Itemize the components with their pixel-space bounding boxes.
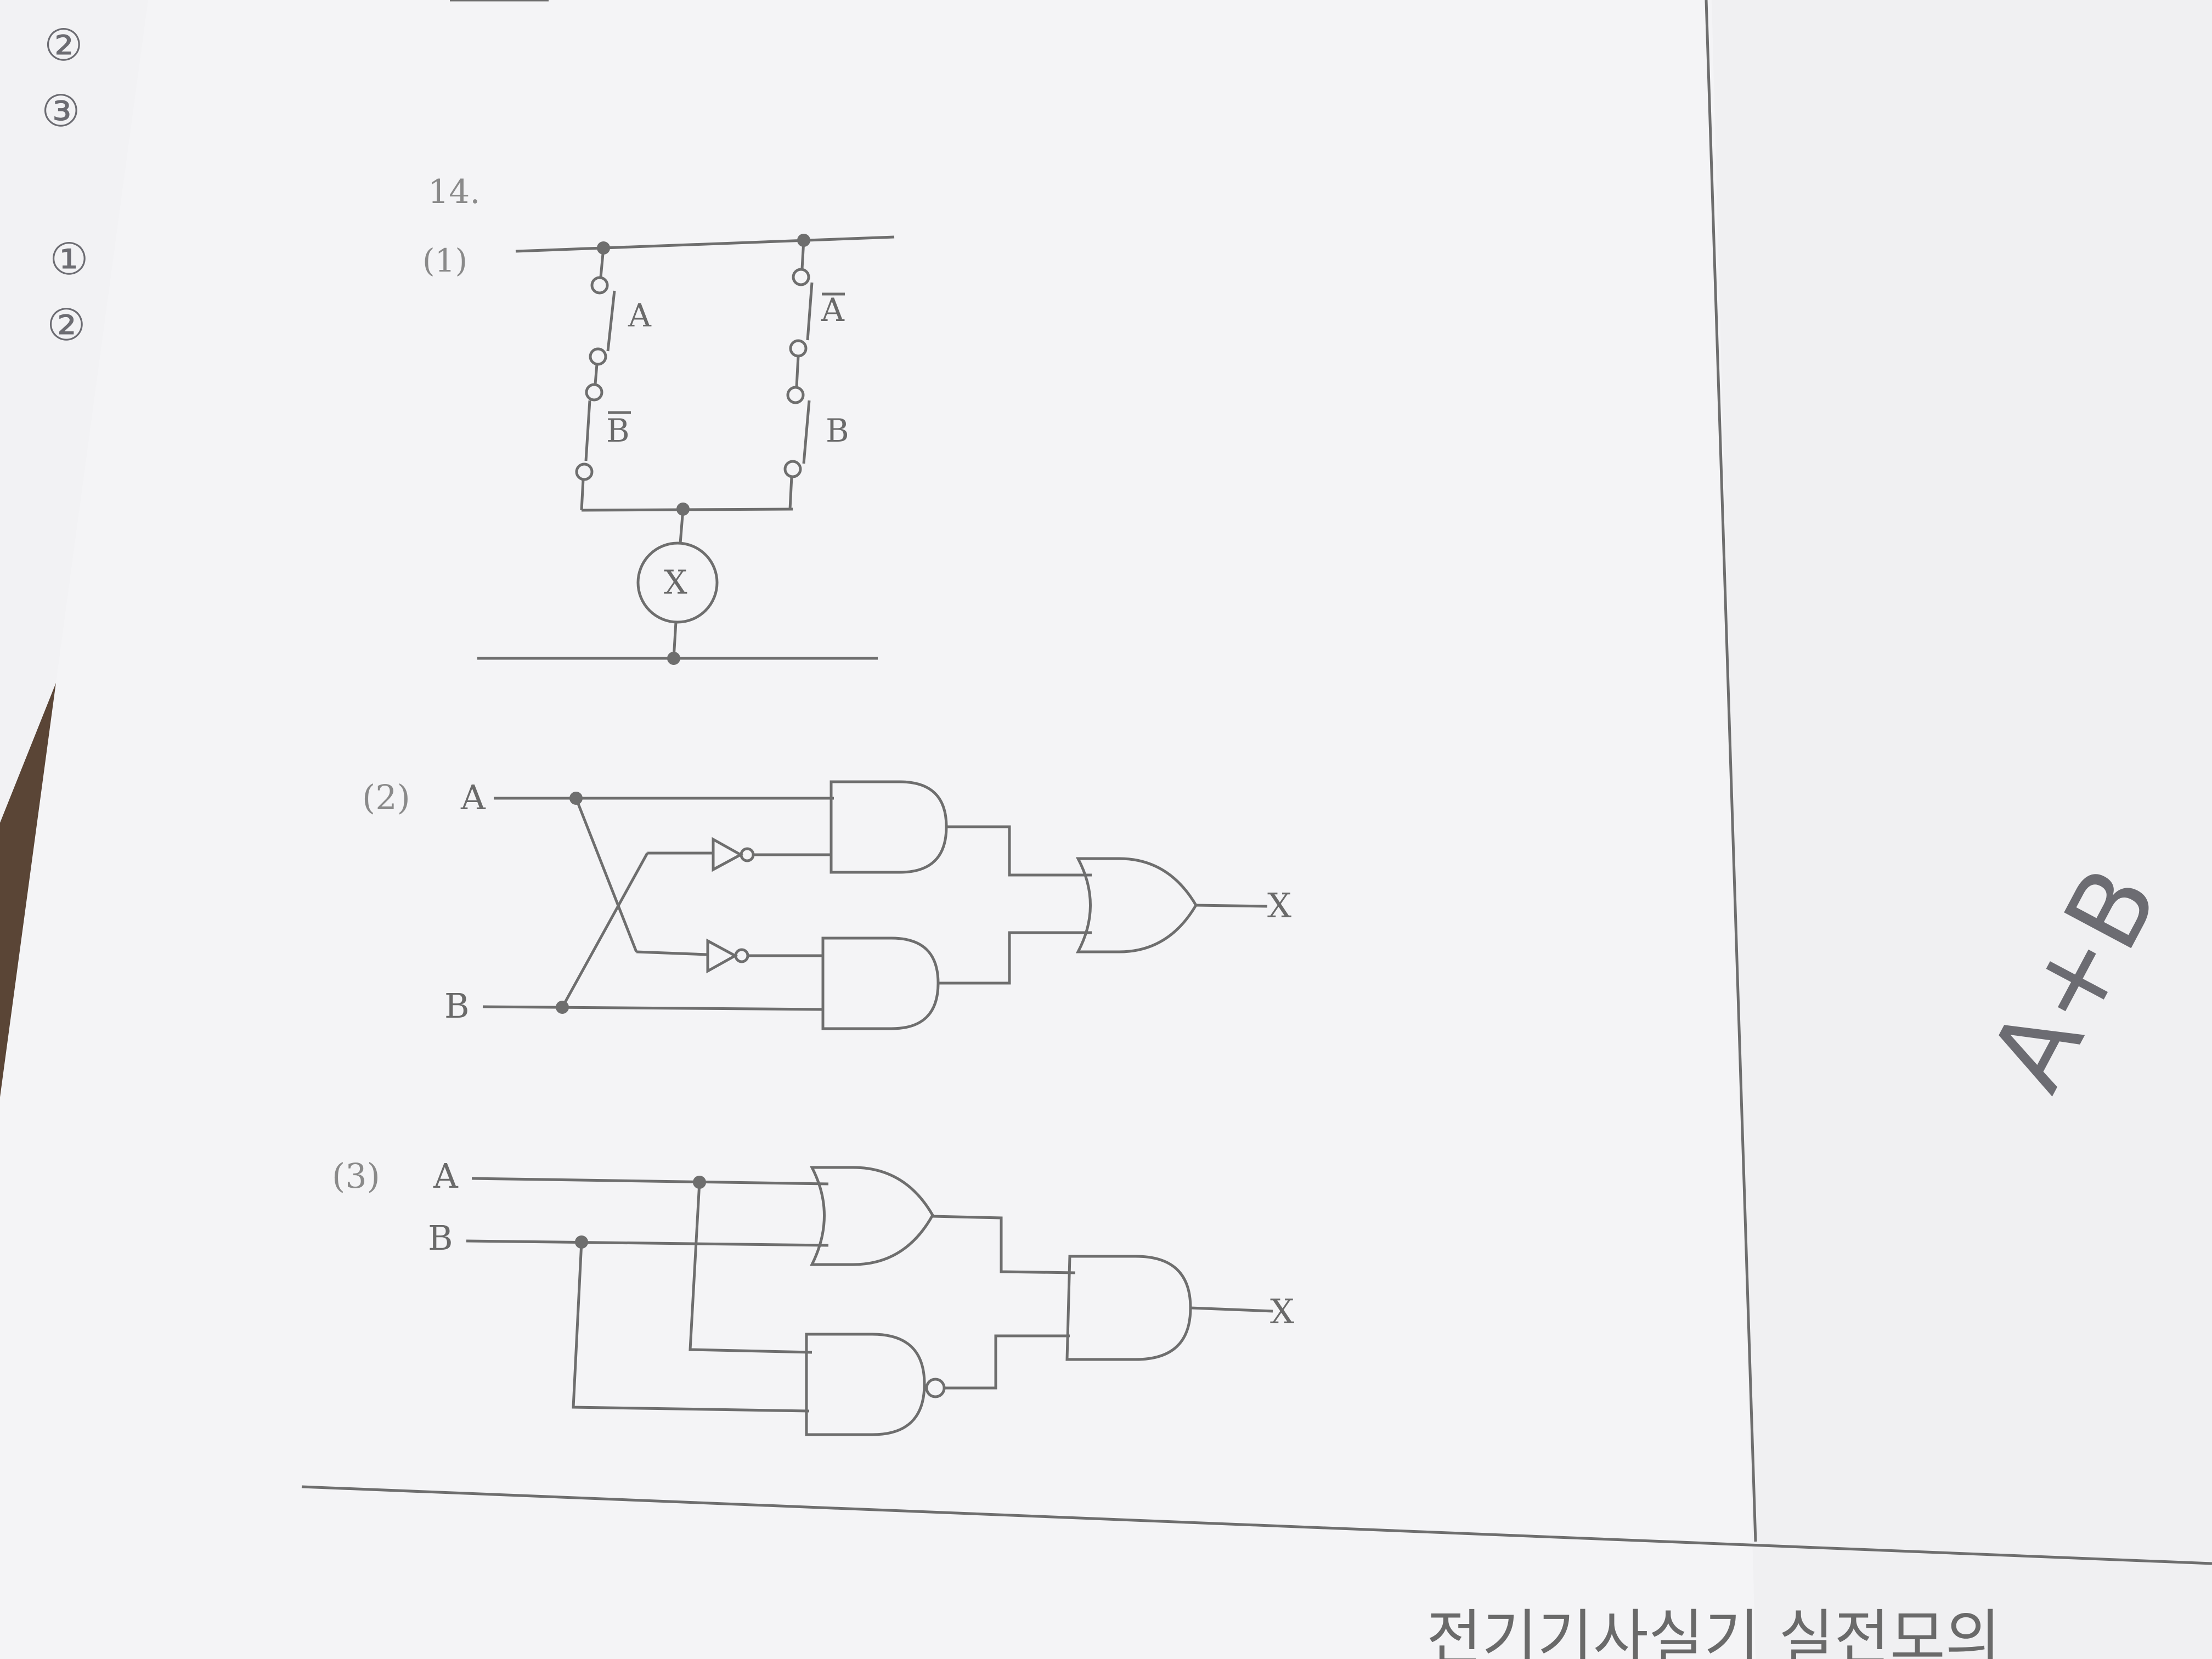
part2-input-a-label: A xyxy=(460,777,486,817)
part1-relay-circuit: (1) A B A B X xyxy=(422,234,895,665)
inverter-gate-top xyxy=(712,837,744,872)
part3-output-label: X xyxy=(1270,1291,1294,1331)
inverter-gate-bottom xyxy=(706,938,738,974)
part2-label: (2) xyxy=(362,777,410,817)
margin-mark-1: ② xyxy=(44,20,83,71)
contact-terminal xyxy=(575,462,594,481)
part2-input-b-label: B xyxy=(444,986,470,1026)
left-margin-marks: ② ③ ① ② xyxy=(41,20,89,351)
wire xyxy=(572,1242,810,1413)
wire xyxy=(561,852,649,1008)
part1-label: (1) xyxy=(422,242,467,279)
part3-logic-circuit: (3) A B X xyxy=(332,1156,1294,1436)
wire xyxy=(636,950,708,956)
margin-mark-3: ① xyxy=(49,234,89,285)
wire xyxy=(574,798,638,952)
wire xyxy=(788,476,793,510)
contact-b-bar-blade xyxy=(584,400,591,461)
wire xyxy=(580,479,585,511)
contact-a-bar-label: A xyxy=(821,291,845,329)
part3-input-a-label: A xyxy=(433,1156,459,1196)
relay-label: X xyxy=(664,563,687,602)
margin-mark-4: ② xyxy=(47,300,86,351)
wire xyxy=(944,1334,1070,1390)
part2-output-label: X xyxy=(1267,885,1291,926)
paper-right-panel xyxy=(1712,0,2212,1659)
contact-terminal xyxy=(792,268,810,286)
top-bus-line xyxy=(515,235,895,253)
problem-number: 14. xyxy=(428,173,480,211)
or-gate xyxy=(809,1166,934,1266)
wire xyxy=(800,240,805,269)
wire xyxy=(938,931,1092,985)
contact-terminal xyxy=(786,386,805,404)
nand-gate xyxy=(805,1333,926,1436)
wire xyxy=(471,1177,829,1186)
contact-terminal xyxy=(783,460,802,478)
wire xyxy=(689,1182,812,1354)
wire xyxy=(946,825,1092,877)
relay-coil-x xyxy=(636,541,719,624)
bottom-rule-line xyxy=(301,1485,2212,1565)
contact-b-blade xyxy=(802,400,811,464)
part3-label: (3) xyxy=(332,1156,380,1196)
wire xyxy=(1195,904,1268,908)
wire xyxy=(482,1005,823,1011)
wire xyxy=(599,247,605,278)
part2-logic-circuit: (2) A B X xyxy=(362,777,1291,1030)
wire xyxy=(466,1239,829,1247)
margin-mark-2: ③ xyxy=(41,86,81,137)
footer-text: 전기기사실기 실전모의 xyxy=(1426,1603,2001,1659)
column-divider-line xyxy=(1705,0,1757,1542)
wire xyxy=(932,1215,1076,1274)
wire xyxy=(594,364,599,385)
contact-b-bar-label: B xyxy=(606,412,630,449)
contact-a-label: A xyxy=(628,297,652,334)
wire xyxy=(1190,1306,1273,1313)
contact-terminal xyxy=(585,383,603,402)
contact-terminal xyxy=(590,276,609,295)
contact-b-label: B xyxy=(826,412,849,449)
wire xyxy=(679,509,685,544)
part3-input-b-label: B xyxy=(428,1218,453,1258)
contact-terminal xyxy=(589,347,607,366)
contact-a-blade xyxy=(606,290,616,352)
junction-dot xyxy=(667,652,680,665)
or-gate xyxy=(1075,857,1198,953)
contact-a-bar-blade xyxy=(806,282,814,341)
wire xyxy=(795,356,800,387)
